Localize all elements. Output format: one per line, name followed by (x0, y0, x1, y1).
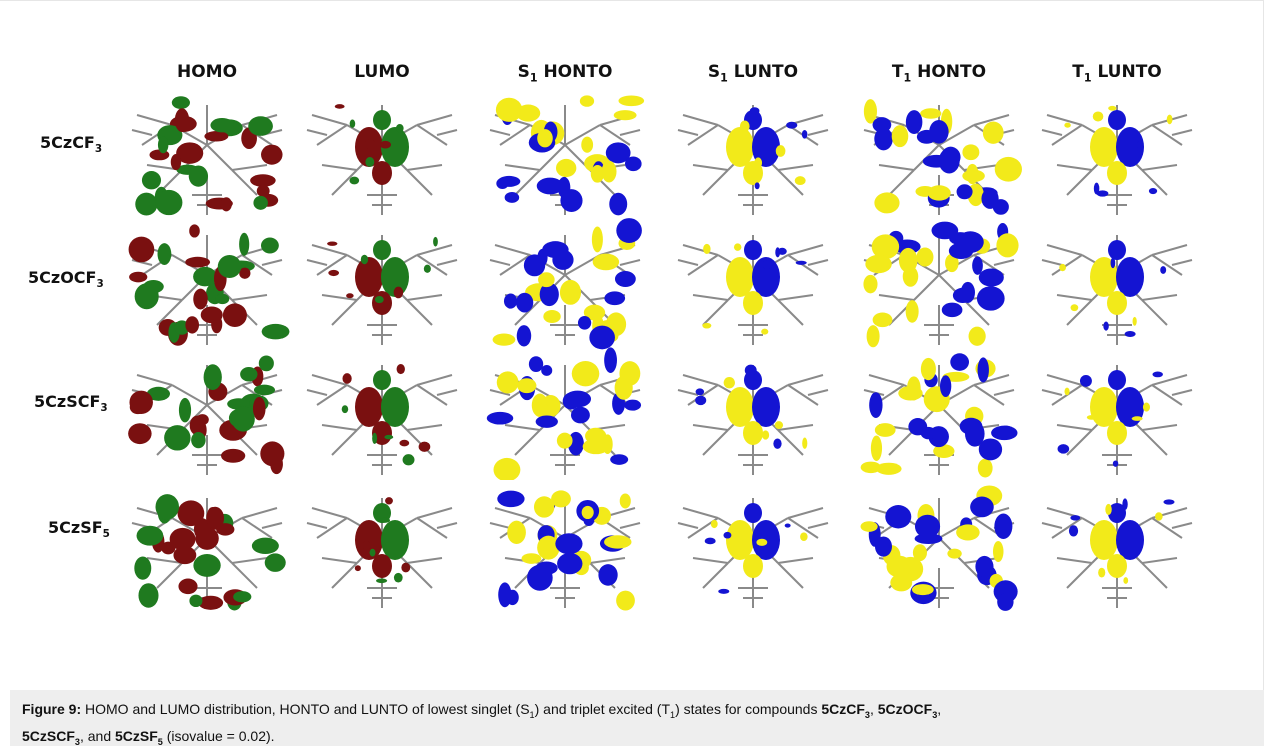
orbital-image-homo-row2 (122, 215, 292, 350)
orbital-image-t1-lunto-row3 (1032, 345, 1202, 480)
orbital-image-s1-honto-row2 (480, 215, 650, 350)
column-header-s1-honto: S1 HONTO (517, 62, 613, 85)
orbital-image-t1-honto-row1 (854, 85, 1024, 220)
orbital-image-lumo-row3 (297, 345, 467, 480)
orbital-image-s1-lunto-row1 (668, 85, 838, 220)
column-header-t1-honto: T1 HONTO (891, 62, 987, 85)
orbital-image-t1-lunto-row1 (1032, 85, 1202, 220)
orbital-image-t1-lunto-row4 (1032, 478, 1202, 613)
row-label-5czsf5: 5CzSF5 (48, 518, 110, 541)
orbital-image-t1-honto-row3 (854, 345, 1024, 480)
row-label-5czscf3: 5CzSCF3 (34, 392, 108, 415)
orbital-image-s1-lunto-row4 (668, 478, 838, 613)
orbital-image-t1-lunto-row2 (1032, 215, 1202, 350)
column-header-homo: HOMO (176, 62, 238, 82)
orbital-image-s1-lunto-row3 (668, 345, 838, 480)
orbital-image-lumo-row2 (297, 215, 467, 350)
figure-frame (0, 0, 1264, 690)
row-label-5czcf3: 5CzCF3 (40, 133, 103, 156)
orbital-image-t1-honto-row2 (854, 215, 1024, 350)
figure-caption: Figure 9: HOMO and LUMO distribution, HO… (10, 690, 1264, 747)
orbital-image-homo-row1 (122, 85, 292, 220)
caption-label: Figure 9: (22, 701, 82, 717)
column-header-s1-lunto: S1 LUNTO (707, 62, 799, 85)
orbital-image-homo-row4 (122, 478, 292, 613)
column-header-t1-lunto: T1 LUNTO (1072, 62, 1162, 85)
orbital-image-homo-row3 (122, 345, 292, 480)
orbital-image-lumo-row1 (297, 85, 467, 220)
orbital-image-s1-honto-row4 (480, 478, 650, 613)
orbital-image-s1-lunto-row2 (668, 215, 838, 350)
orbital-image-t1-honto-row4 (854, 478, 1024, 613)
column-header-lumo: LUMO (354, 62, 410, 82)
orbital-image-s1-honto-row3 (480, 345, 650, 480)
orbital-image-s1-honto-row1 (480, 85, 650, 220)
orbital-image-lumo-row4 (297, 478, 467, 613)
row-label-5czocf3: 5CzOCF3 (28, 268, 104, 291)
